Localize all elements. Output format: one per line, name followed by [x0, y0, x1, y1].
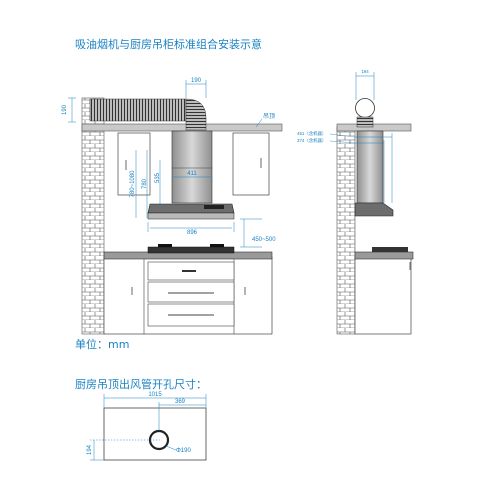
dim-hole-panel-width: 1015 — [148, 392, 162, 398]
side-leader-lines — [329, 133, 356, 144]
side-dimensions — [355, 72, 393, 203]
side-duct-circle — [355, 98, 375, 118]
dim-hood-width: 896 — [187, 230, 198, 236]
diagram-title: 吸油烟机与厨房吊柜标准组合安装示意 — [75, 38, 262, 51]
front-dimension-labels: 190 190 411 780~1080 780 535 896 450~500… — [62, 78, 276, 243]
side-brick-wall — [336, 126, 356, 335]
side-base-cabinet — [354, 256, 412, 335]
front-left-wall-cabinet — [117, 132, 151, 196]
hole-section-title: 厨房吊顶出风管开孔尺寸： — [75, 378, 207, 391]
front-view — [81, 97, 283, 335]
side-ceiling-slab — [336, 123, 412, 132]
ceiling-label: 吊顶 — [263, 113, 275, 120]
dim-side-duct: 194 — [361, 69, 369, 74]
side-stove — [372, 247, 408, 252]
side-hood — [354, 202, 394, 217]
dim-install-range: 780~1080 — [130, 170, 136, 198]
side-dimension-labels: 194 451（含机器） 374（含机器） — [297, 69, 369, 144]
front-gas-stove — [147, 246, 235, 254]
dim-hole-diameter: Φ190 — [176, 448, 191, 454]
dim-hole-height: 194 — [87, 444, 93, 455]
front-brick-wall — [81, 97, 105, 335]
hole-dimensions — [90, 394, 207, 461]
dim-inner: 780 — [142, 178, 148, 189]
side-view — [336, 98, 414, 335]
side-duct — [356, 116, 374, 128]
front-dimensions — [68, 80, 263, 248]
dim-front-top-left: 190 — [62, 104, 68, 115]
front-flexible-duct — [89, 98, 187, 122]
front-chimney — [171, 130, 213, 204]
unit-label: 单位：mm — [75, 338, 130, 351]
dim-hood-to-stove: 450~500 — [252, 237, 276, 243]
dim-hole-offset: 369 — [175, 399, 186, 405]
dim-chimney-height: 535 — [155, 172, 161, 183]
side-chimney — [356, 130, 384, 204]
dim-chimney-width: 411 — [187, 171, 197, 177]
front-right-wall-cabinet — [232, 132, 270, 196]
dim-duct-width: 190 — [191, 78, 202, 84]
front-ceiling-slab — [81, 123, 283, 132]
hole-dimension-labels: 1015 369 194 Φ190 — [87, 392, 191, 455]
side-countertop — [354, 251, 414, 260]
front-duct-elbow — [185, 98, 207, 131]
dim-depth-max: 451（含机器） — [297, 130, 326, 137]
dim-depth-min: 374（含机器） — [297, 137, 326, 144]
